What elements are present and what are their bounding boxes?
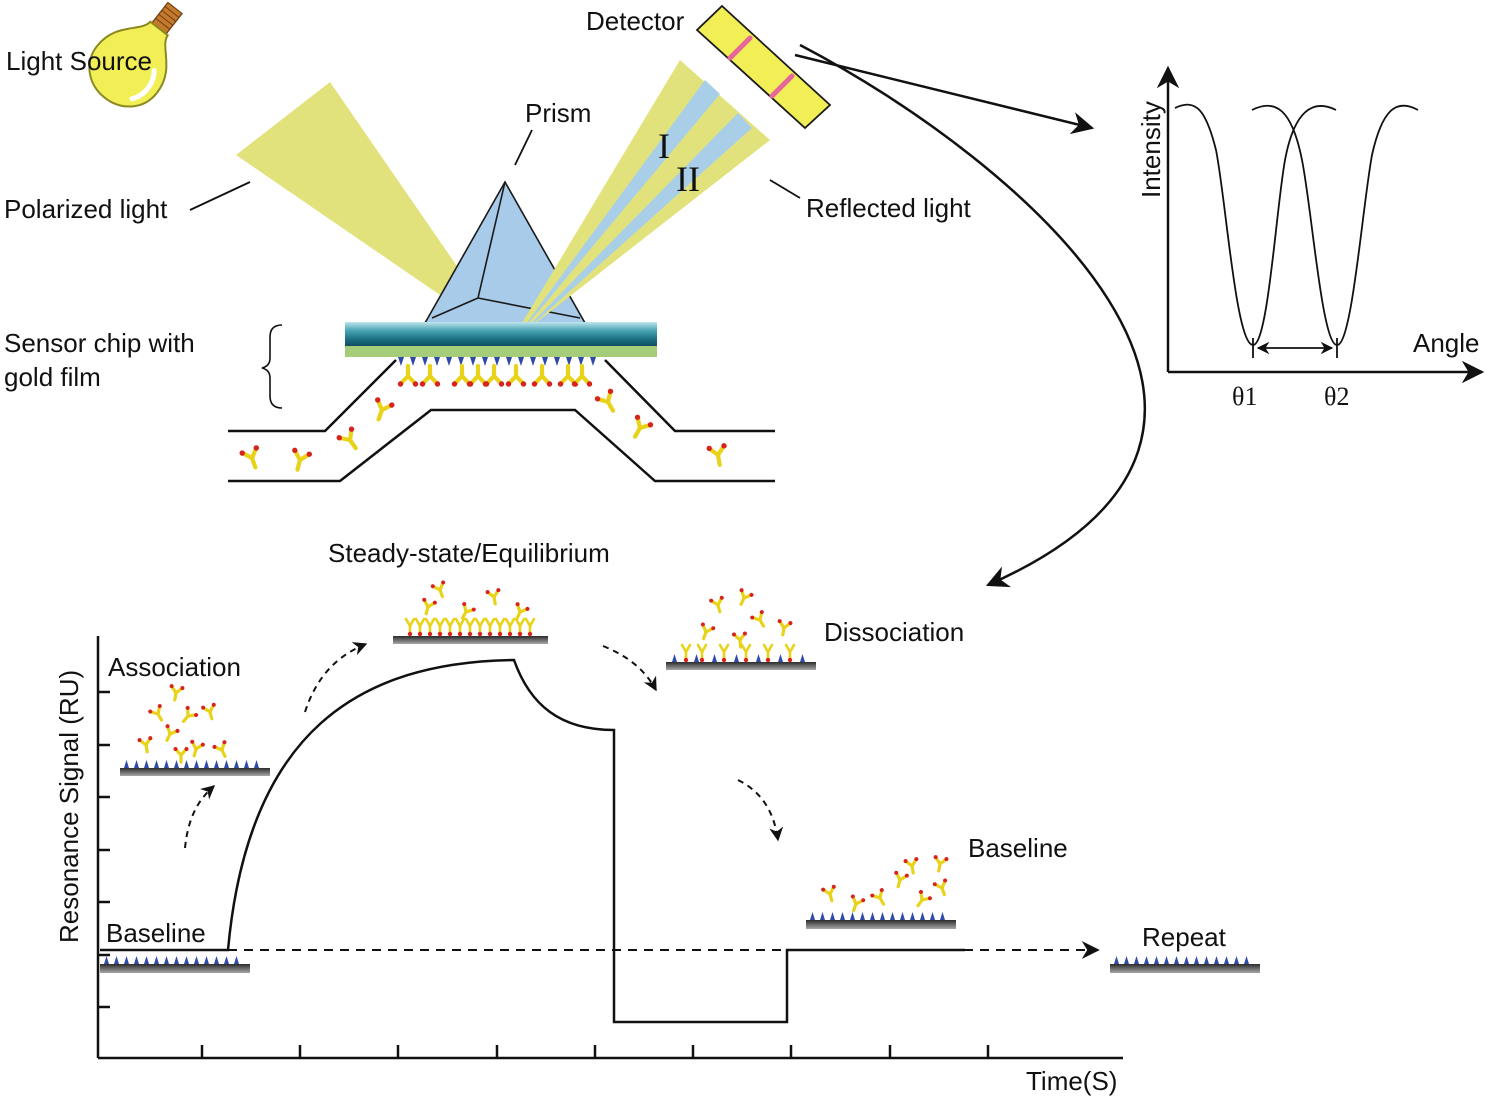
y-axis-ticks: [98, 690, 110, 1009]
gold-film: [345, 346, 657, 357]
ligand-row: [398, 357, 596, 366]
resonance-signal-axis-label: Resonance Signal (RU): [54, 670, 84, 943]
surface-baseline-end: [806, 853, 956, 929]
surface-association: [120, 682, 270, 776]
angle-axis-label: Angle: [1413, 328, 1480, 358]
polarized-light-leader: [189, 181, 251, 211]
surface-baseline-start: [100, 956, 250, 973]
theta1-label: θ1: [1232, 382, 1257, 411]
sensor-chip-glass: [345, 322, 657, 346]
prism-label: Prism: [525, 98, 591, 128]
detector-to-plot-arrow: [794, 53, 1095, 135]
detector-label: Detector: [586, 6, 685, 36]
reflected-beam-II: [512, 113, 752, 343]
repeat-label: Repeat: [1142, 922, 1227, 952]
reflected-beam-I: [512, 80, 720, 343]
x-axis-ticks: [200, 1045, 990, 1058]
light-source-label: Light Source: [6, 46, 152, 76]
surface-repeat: [1110, 956, 1260, 973]
reflected-light-leader: [769, 179, 801, 199]
beam-II-label: II: [676, 159, 700, 199]
steady-state-label: Steady-state/Equilibrium: [328, 538, 610, 568]
theta2-label: θ2: [1324, 382, 1349, 411]
regeneration-arrow: [737, 779, 784, 842]
sensor-chip-label-line1: Sensor chip with: [4, 328, 195, 358]
flow-channel-top-wall: [228, 359, 775, 433]
surface-steady-state: [393, 578, 548, 644]
detector-icon: [695, 4, 832, 130]
flow-channel-bottom-wall: [228, 408, 775, 483]
bound-antibodies: [398, 366, 592, 387]
association-label: Association: [108, 652, 241, 682]
dissociation-arrow: [602, 645, 657, 692]
polarized-light-beam: [236, 82, 510, 343]
reflected-light-label: Reflected light: [806, 193, 972, 223]
prism-edge: [477, 297, 581, 319]
dissociation-label: Dissociation: [824, 617, 964, 647]
sensorgram-curve: [100, 658, 965, 1024]
polarized-light-label: Polarized light: [4, 194, 168, 224]
prism-edge: [477, 181, 506, 299]
surface-dissociation: [666, 585, 816, 670]
light-bulb-icon: [88, 1, 183, 108]
prism-edge: [431, 297, 479, 319]
steady-state-arrow: [304, 642, 368, 713]
sensor-chip-brace: [261, 324, 283, 409]
time-axis-label: Time(S): [1026, 1066, 1117, 1096]
sensor-chip-label-line2: gold film: [4, 362, 101, 392]
intensity-axis-label: Intensity: [1136, 101, 1166, 198]
detector-to-sensorgram-arrow: [799, 43, 1146, 588]
prism-leader: [514, 129, 533, 166]
association-arrow: [184, 785, 216, 849]
beam-I-label: I: [658, 126, 670, 166]
reflected-light-beam: [510, 60, 770, 343]
baseline-start-label: Baseline: [106, 918, 206, 948]
baseline-end-label: Baseline: [968, 833, 1068, 863]
